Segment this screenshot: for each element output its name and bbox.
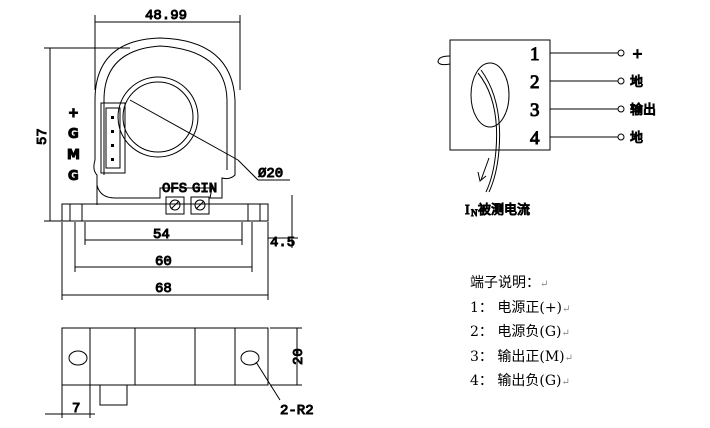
pin-label-g2: G bbox=[68, 169, 79, 184]
mounting-slot-right bbox=[240, 350, 260, 366]
radius-label: 2-R2 bbox=[280, 403, 314, 419]
terminal-3 bbox=[617, 105, 625, 113]
dimension-54: 54 bbox=[153, 227, 170, 243]
primary-wire bbox=[477, 69, 501, 193]
offset-dimension: 4.5 bbox=[270, 235, 295, 251]
legend-title: 端子说明： bbox=[470, 275, 540, 291]
side-height-dimension: 20 bbox=[291, 348, 307, 365]
connector-inner bbox=[105, 107, 121, 169]
terminal-2 bbox=[617, 77, 625, 85]
tab-dimension: 7 bbox=[72, 401, 80, 417]
terminal-label-output: 输出 bbox=[630, 102, 656, 118]
core-loop bbox=[470, 62, 510, 128]
sensor-outline bbox=[93, 37, 236, 205]
hole-diameter-dimension: Ø20 bbox=[258, 166, 283, 182]
connector bbox=[100, 102, 126, 174]
terminal-4 bbox=[617, 133, 625, 141]
width-dimension: 48.99 bbox=[145, 8, 187, 24]
sensor-inner-outline bbox=[103, 45, 228, 175]
flange-base bbox=[61, 203, 269, 222]
pin-number-3: 3 bbox=[530, 100, 540, 121]
wiring-schematic bbox=[437, 39, 625, 193]
pin-label-g1: G bbox=[68, 127, 79, 142]
terminal-label-plus: + bbox=[632, 47, 643, 62]
sensor-box bbox=[449, 39, 551, 151]
current-subscript: N bbox=[471, 208, 478, 218]
trimmer-gin bbox=[190, 196, 210, 215]
current-arrow bbox=[477, 157, 490, 182]
dimension-60: 60 bbox=[155, 254, 172, 270]
pin-number-2: 2 bbox=[530, 72, 540, 93]
pin-label-plus: + bbox=[68, 106, 79, 121]
trimmer-ofs bbox=[165, 196, 185, 215]
terminal-label-ground: 地 bbox=[630, 75, 643, 90]
legend-item: 3： 输出正(M) bbox=[470, 348, 565, 365]
terminal-1 bbox=[617, 49, 625, 57]
pin-number-4: 4 bbox=[530, 128, 540, 149]
side-view bbox=[45, 327, 302, 418]
legend-item: 1： 电源正(+) bbox=[470, 299, 563, 316]
primary-hole-outer bbox=[117, 76, 199, 158]
connector-pins bbox=[111, 116, 114, 161]
height-dimension: 57 bbox=[35, 128, 51, 145]
current-label: 被测电流 bbox=[478, 203, 530, 218]
legend-item: 2： 电源负(G) bbox=[470, 324, 562, 340]
mounting-slot-left bbox=[68, 350, 88, 366]
dimension-68: 68 bbox=[155, 281, 172, 297]
gin-label: GIN bbox=[192, 181, 217, 197]
pin-label-m: M bbox=[67, 148, 80, 163]
current-symbol: I bbox=[465, 203, 470, 218]
pin-number-1: 1 bbox=[530, 44, 540, 65]
primary-hole-inner bbox=[122, 81, 194, 153]
ofs-label: OFS bbox=[162, 181, 187, 197]
terminal-legend: 端子说明：↵ 1： 电源正(+)↵ 2： 电源负(G)↵ 3： 输出正(M)↵ … bbox=[470, 275, 574, 389]
side-tab bbox=[99, 384, 128, 406]
top-view bbox=[44, 15, 298, 300]
side-body bbox=[61, 327, 269, 386]
legend-item: 4： 输出负(G) bbox=[470, 373, 562, 389]
terminal-label-ground-2: 地 bbox=[630, 131, 643, 146]
